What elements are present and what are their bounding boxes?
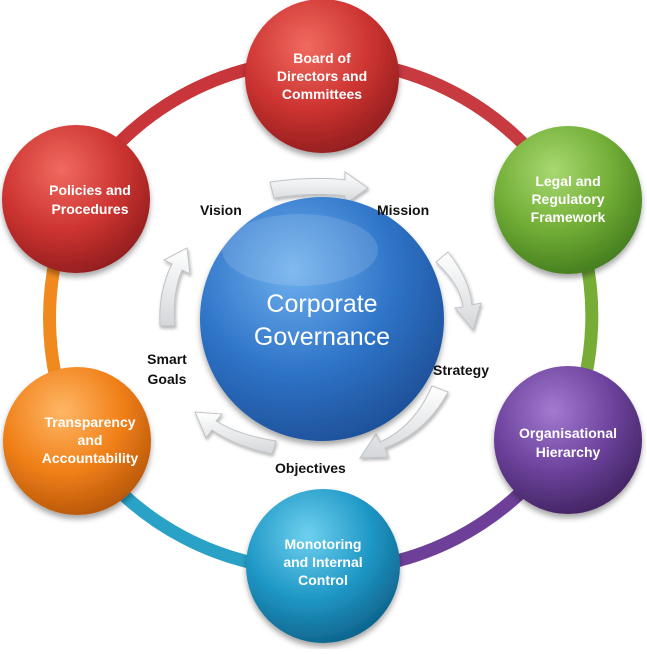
cycle-labels: Vision Mission Strategy Objectives Smart… (147, 202, 489, 476)
node-monitoring-label-2: and Internal (283, 554, 362, 570)
node-transparency-label-2: and (78, 432, 103, 448)
node-monitoring-label-1: Monotoring (285, 536, 362, 552)
label-strategy: Strategy (433, 362, 489, 378)
node-transparency: Transparency and Accountability (3, 367, 151, 515)
node-board-circle (245, 0, 399, 153)
node-monitoring-circle (246, 489, 400, 643)
node-board: Board of Directors and Committees (245, 0, 399, 153)
node-policies: Policies and Procedures (2, 125, 150, 273)
arrow-mission-to-strategy (435, 251, 482, 332)
node-board-label-1: Board of (293, 50, 351, 66)
node-transparency-label-3: Accountability (42, 450, 139, 466)
node-legal: Legal and Regulatory Framework (494, 126, 642, 274)
center-title-line1: Corporate (266, 290, 377, 318)
node-board-label-2: Directors and (277, 68, 367, 84)
node-policies-circle (2, 125, 150, 273)
node-policies-label-1: Policies and (49, 182, 131, 198)
node-hierarchy-label-2: Hierarchy (536, 444, 601, 460)
center-circle (200, 197, 444, 441)
node-legal-circle (494, 126, 642, 274)
arrow-goals-to-vision (159, 247, 191, 327)
arrow-vision-to-mission (269, 171, 369, 205)
label-objectives: Objectives (275, 460, 346, 476)
node-legal-label-3: Framework (531, 209, 606, 225)
label-mission: Mission (377, 202, 429, 218)
node-hierarchy: Organisational Hierarchy (494, 366, 642, 514)
node-hierarchy-circle (494, 366, 642, 514)
node-legal-label-1: Legal and (535, 173, 600, 189)
node-monitoring: Monotoring and Internal Control (246, 489, 400, 643)
arrow-strategy-to-objectives (359, 385, 449, 459)
node-policies-label-2: Procedures (51, 201, 128, 217)
node-monitoring-label-3: Control (298, 572, 348, 588)
node-legal-label-2: Regulatory (531, 191, 604, 207)
arrow-objectives-to-goals (194, 411, 277, 455)
center-title-line2: Governance (254, 323, 390, 351)
label-smart: Smart (147, 351, 187, 367)
cycle-arrows (159, 171, 482, 459)
node-transparency-label-1: Transparency (44, 414, 135, 430)
node-transparency-circle (3, 367, 151, 515)
center-node: Corporate Governance (200, 197, 444, 441)
label-vision: Vision (200, 202, 242, 218)
node-hierarchy-label-1: Organisational (519, 425, 617, 441)
label-goals: Goals (148, 371, 187, 387)
node-board-label-3: Committees (282, 86, 362, 102)
center-highlight (222, 214, 378, 286)
